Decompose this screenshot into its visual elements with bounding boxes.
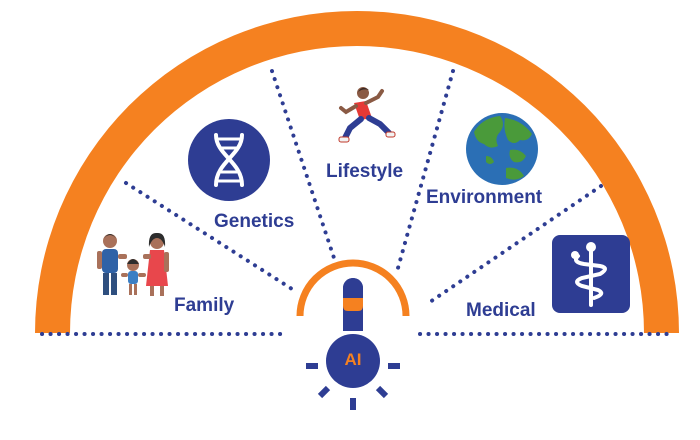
lightbulb-icon bbox=[296, 259, 410, 410]
family-icon bbox=[97, 232, 169, 296]
ray-family bbox=[124, 181, 294, 291]
caduceus-icon bbox=[552, 235, 630, 313]
outer-arc bbox=[35, 11, 679, 333]
dna-icon bbox=[188, 119, 270, 201]
ray-lifestyle-right bbox=[396, 69, 455, 270]
factor-label-environment: Environment bbox=[426, 187, 543, 208]
factor-label-lifestyle: Lifestyle bbox=[326, 161, 404, 182]
ray-medical bbox=[428, 184, 603, 304]
globe-icon bbox=[466, 113, 538, 185]
factor-label-medical: Medical bbox=[466, 300, 536, 321]
factor-label-family: Family bbox=[174, 295, 235, 316]
bulb-glow-arc bbox=[296, 259, 410, 317]
ai-label: AI bbox=[344, 350, 362, 369]
rays bbox=[124, 69, 603, 304]
runner-icon bbox=[338, 87, 396, 143]
factor-label-genetics: Genetics bbox=[214, 211, 295, 232]
ray-lifestyle-left bbox=[270, 69, 339, 269]
